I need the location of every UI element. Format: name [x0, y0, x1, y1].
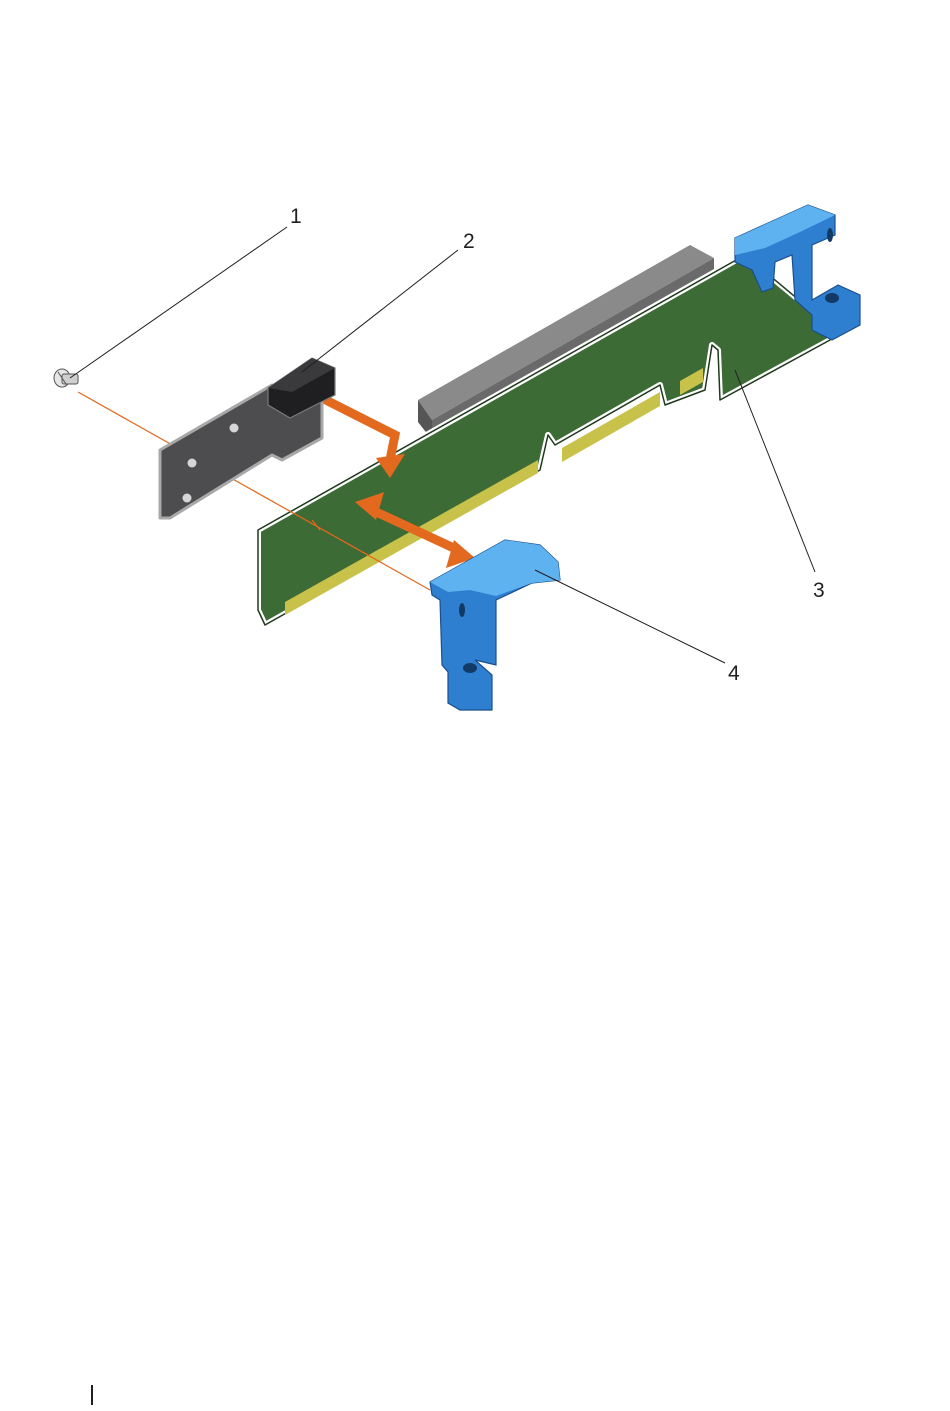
leader-line-4 [535, 570, 725, 663]
riser-bracket [160, 358, 335, 518]
callout-4: 4 [728, 662, 740, 685]
page-margin-bar [91, 1385, 93, 1405]
callout-2: 2 [463, 230, 475, 253]
callout-3: 3 [813, 579, 825, 602]
leader-line-2 [302, 250, 458, 372]
leader-line-3 [735, 370, 815, 572]
leader-line-1 [70, 227, 287, 378]
screw-icon [54, 369, 78, 387]
callout-1: 1 [290, 205, 302, 228]
